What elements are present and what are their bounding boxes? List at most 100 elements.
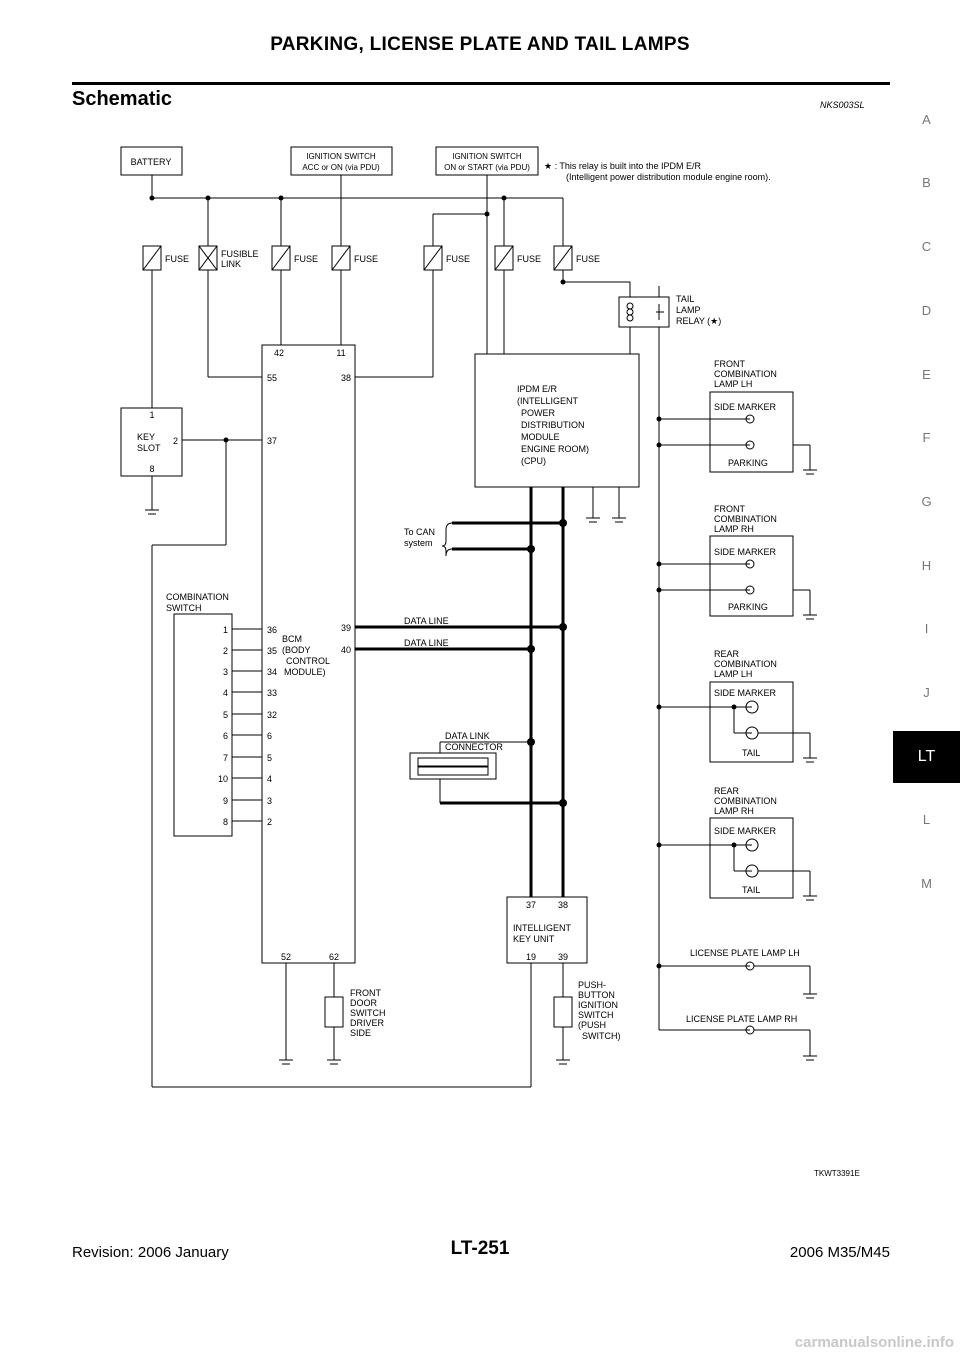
bcm-left-pin-3: 34 [267,667,277,677]
battery-label: BATTERY [131,157,172,167]
iku-pin-37: 37 [526,900,536,910]
figure-code: TKWT3391E [814,1169,860,1178]
bcm-left-pin-8: 4 [267,774,272,784]
ign-acc-label-2: ACC or ON (via PDU) [302,163,380,172]
lamp-group-2-top: SIDE MARKER [714,547,777,557]
lamp-group-1-title-1: FRONT [714,359,745,369]
bcm-left-pin-1: 36 [267,625,277,635]
ipdm-label-1: IPDM E/R [517,384,558,394]
relay-note-2: (Intelligent power distribution module e… [566,172,771,182]
bcm-pin-39: 39 [341,623,351,633]
lamp-group-2-title-3: LAMP RH [714,524,754,534]
footer-page-number: LT-251 [450,1238,510,1259]
bcm-left-pin-10: 2 [267,817,272,827]
bcm-left-pin-5: 32 [267,710,277,720]
fuse-label-3: FUSE [354,254,378,264]
lamp-group-4-top: SIDE MARKER [714,826,777,836]
ign-acc-label-1: IGNITION SWITCH [306,152,376,161]
key-slot-label-2: SLOT [137,443,161,453]
lamp-group-2-bottom: PARKING [728,602,768,612]
iku-pin-38: 38 [558,900,568,910]
lamp-group-3-title-1: REAR [714,649,740,659]
ipdm-label-2: (INTELLIGENT [517,396,579,406]
section-title: Schematic [72,88,173,110]
tab-g[interactable]: G [921,494,932,509]
comb-pin-2: 2 [223,646,228,656]
license-lh-label: LICENSE PLATE LAMP LH [690,948,800,958]
bcm-pin-42: 42 [274,348,284,358]
front-door-label-4: DRIVER [350,1018,385,1028]
tab-l[interactable]: L [922,812,931,827]
footer-revision: Revision: 2006 January [72,1244,229,1261]
intelligent-key-unit-box [506,896,588,964]
lamp-group-2-title-1: FRONT [714,504,745,514]
tab-i[interactable]: I [924,621,929,636]
ipdm-label-3: POWER [521,408,556,418]
lamp-group-4-title-3: LAMP RH [714,806,754,816]
fusible-label-2: LINK [221,259,241,269]
bcm-pin-38: 38 [341,373,351,383]
fusible-label-1: FUSIBLE [221,249,259,259]
lamp-groups [659,391,817,1061]
bcm-label-2: (BODY [282,645,311,655]
data-line-label-1: DATA LINE [404,616,449,626]
lamp-group-3-top: SIDE MARKER [714,688,777,698]
lamp-group-4-title-2: COMBINATION [714,796,777,806]
bcm-label-1: BCM [282,634,302,644]
watermark: carmanualsonline.info [794,1334,954,1351]
page-title: PARKING, LICENSE PLATE AND TAIL LAMPS [270,34,690,55]
bcm-left-pin-2: 35 [267,646,277,656]
tail-relay-1: TAIL [676,294,694,304]
front-door-label-3: SWITCH [350,1008,386,1018]
bcm-left-pin-4: 33 [267,688,277,698]
tab-e[interactable]: E [922,367,931,382]
header-rule [72,82,890,85]
tab-b[interactable]: B [922,175,931,190]
lamp-group-4-bottom: TAIL [742,885,760,895]
tail-relay-2: LAMP [676,305,701,315]
iku-label-2: KEY UNIT [513,934,555,944]
lamp-group-1-title-3: LAMP LH [714,379,752,389]
push-button-label-2: BUTTON [578,990,615,1000]
bcm-pin-62: 62 [329,952,339,962]
tab-f[interactable]: F [922,430,931,445]
bcm-pin-52: 52 [281,952,291,962]
push-button-label-6: SWITCH) [582,1031,621,1041]
iku-label-1: INTELLIGENT [513,923,572,933]
bcm-box [261,344,356,964]
bcm-pin-11: 11 [336,348,345,358]
can-label-1: To CAN [404,527,435,537]
iku-pin-19: 19 [526,952,536,962]
tab-lt[interactable]: LT [893,731,960,783]
tab-c[interactable]: C [921,239,932,254]
comb-pin-10: 8 [223,817,228,827]
tab-a[interactable]: A [922,112,931,127]
tab-j[interactable]: J [923,685,930,700]
comb-pin-3: 3 [223,667,228,677]
bcm-left-pin-7: 5 [267,753,272,763]
push-button-label-4: SWITCH [578,1010,614,1020]
tail-relay-3: RELAY (★) [676,316,721,326]
front-door-label-2: DOOR [350,998,378,1008]
tab-m[interactable]: M [921,876,932,891]
lamp-group-1-title-2: COMBINATION [714,369,777,379]
fuse-label-5: FUSE [517,254,541,264]
lamp-group-4-title-1: REAR [714,786,740,796]
fuse-label-1: FUSE [165,254,189,264]
bcm-left-pin-6: 6 [267,731,272,741]
key-slot-pin-1: 1 [149,410,154,420]
tab-h[interactable]: H [921,558,932,573]
comb-pin-9: 9 [223,796,228,806]
footer-model: 2006 M35/M45 [789,1244,890,1261]
ign-on-label-1: IGNITION SWITCH [452,152,522,161]
relay-note-1: ★ : This relay is built into the IPDM E/… [544,161,701,171]
tab-d[interactable]: D [921,303,932,318]
ipdm-label-7: (CPU) [521,456,546,466]
comb-pin-4: 4 [223,688,228,698]
bcm-label-4: MODULE) [284,667,326,677]
fuse-label-6: FUSE [576,254,600,264]
front-door-label-1: FRONT [350,988,381,998]
bcm-pin-37: 37 [267,436,277,446]
ipdm-label-6: ENGINE ROOM) [521,444,589,454]
